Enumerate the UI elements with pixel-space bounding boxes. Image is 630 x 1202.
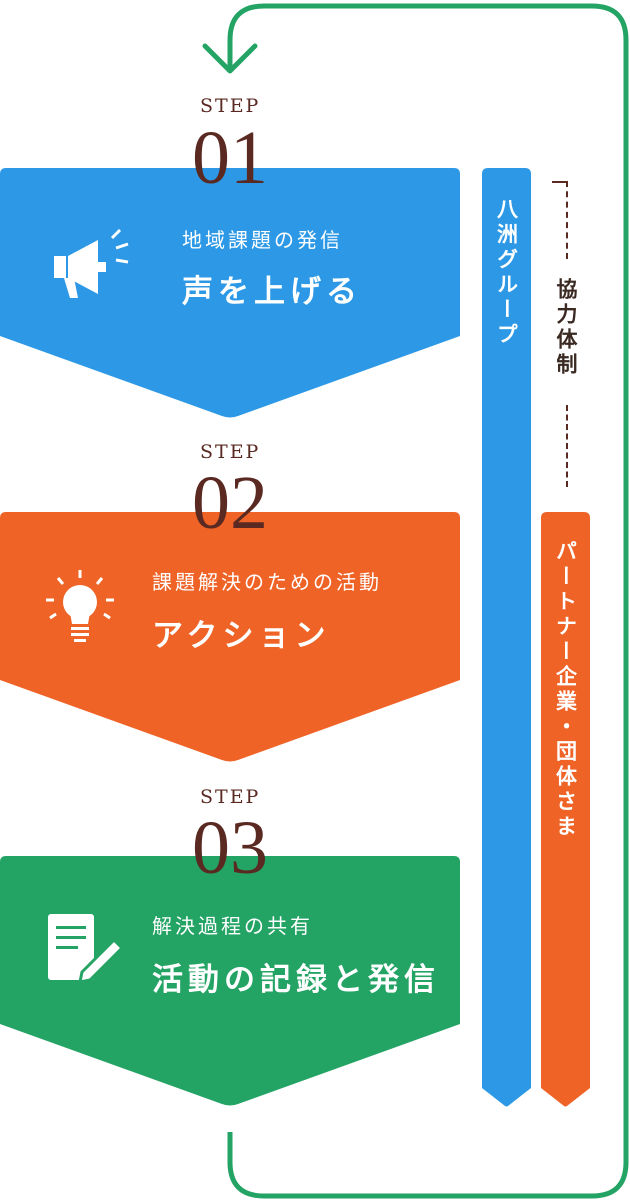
step-card-3: 解決過程の共有 活動の記録と発信 — [0, 856, 460, 1108]
partner-bar: パートナー企業・団体さま — [541, 512, 590, 1108]
coop-line-cap — [552, 181, 567, 183]
step-number-1: 01 — [192, 116, 268, 200]
step-subtitle-1: 地域課題の発信 — [182, 228, 343, 252]
step-number-3: 03 — [192, 806, 268, 890]
step-card-2: 課題解決のための活動 アクション — [0, 512, 460, 764]
arrow-head-icon — [202, 43, 258, 74]
step-title-3: 活動の記録と発信 — [152, 962, 440, 998]
coop-line-top — [566, 181, 568, 259]
document-pen-icon — [46, 912, 126, 992]
step-subtitle-2: 課題解決のための活動 — [152, 570, 382, 594]
step-label-3: STEP — [200, 786, 261, 808]
step-title-2: アクション — [152, 618, 331, 654]
coop-line-bottom — [566, 405, 568, 487]
step-title-1: 声を上げる — [182, 274, 362, 310]
megaphone-icon — [46, 226, 136, 310]
cooperation-label: 協力体制 — [554, 278, 578, 378]
step-number-2: 02 — [192, 461, 268, 545]
lightbulb-icon — [42, 568, 118, 652]
group-label: 八洲グループ — [494, 198, 519, 348]
group-bar: 八洲グループ — [482, 168, 531, 1108]
step-card-1: 地域課題の発信 声を上げる — [0, 168, 460, 420]
step-subtitle-3: 解決過程の共有 — [152, 914, 313, 938]
partner-label: パートナー企業・団体さま — [553, 540, 578, 840]
step-label-2: STEP — [200, 441, 261, 463]
step-label-1: STEP — [200, 95, 261, 117]
